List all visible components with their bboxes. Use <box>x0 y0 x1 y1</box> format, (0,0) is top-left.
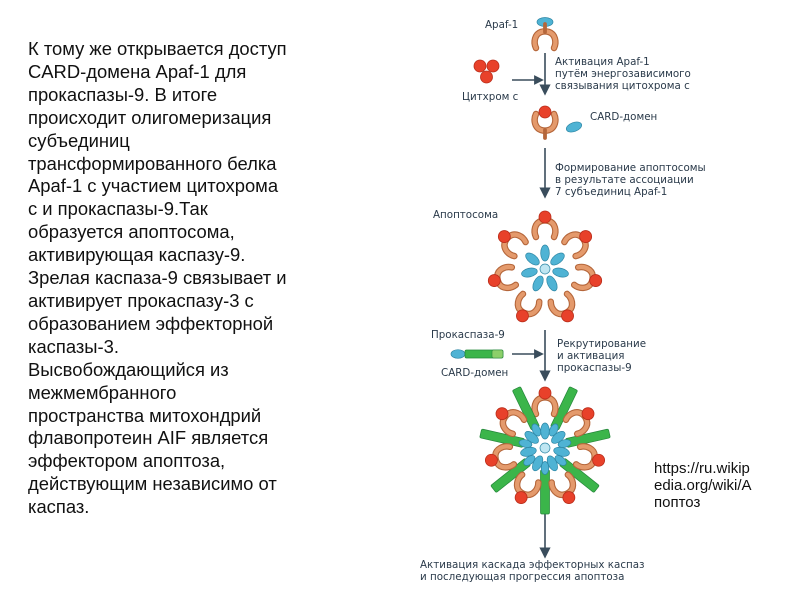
main-text-line: пространства митохондрий <box>28 404 262 426</box>
caspase9-card-domain <box>557 439 572 448</box>
label-step3-line2: и активация <box>557 350 624 362</box>
source-line: https://ru.wikip <box>654 460 750 477</box>
label-step3-line1: Рекрутирование <box>557 338 646 350</box>
procaspase9-tip <box>491 349 504 359</box>
label-final-line2: и последующая прогрессия апоптоза <box>420 571 624 583</box>
main-text-line: трансформированного белка <box>28 152 277 174</box>
main-text-line: активирующая каспазу-9. <box>28 244 246 266</box>
main-text-line: флавопротеин AIF является <box>28 427 269 449</box>
caspase9-card-domain <box>523 455 536 466</box>
main-text-line: Apaf-1 с участием цитохрома <box>28 175 279 197</box>
main-text-line: Высвобождающийся из <box>28 358 229 380</box>
activated-cytochrome-c <box>495 407 509 421</box>
label-cytochrome-c: Цитхром с <box>462 91 519 103</box>
activated-card-domain <box>553 446 570 457</box>
main-text-line: образованием эффекторной <box>28 312 274 334</box>
label-step3-line3: прокаспазы-9 <box>557 362 632 374</box>
main-text-line: действующим независимо от <box>28 473 277 495</box>
label-apaf1: Apaf-1 <box>485 19 518 31</box>
main-text: К тому же открывается доступ CARD-домена… <box>28 38 363 519</box>
cytochrome-c-sphere <box>486 59 500 73</box>
activated-apaf1-subunit <box>562 409 593 438</box>
main-text-line: К тому же открывается доступ <box>28 38 287 59</box>
label-step3: Рекрутирование и активация прокаспазы-9 <box>557 338 649 374</box>
main-text-line: эффектором апоптоза, <box>28 450 226 472</box>
caspase9-rod <box>540 469 550 515</box>
apoptosome-card-domain <box>525 252 540 266</box>
apoptosome-card-domain <box>532 275 544 292</box>
activated-card-domain <box>540 422 550 440</box>
caspase9-card-domain <box>531 423 542 437</box>
label-procaspase9: Прокаспаза-9 <box>431 329 505 341</box>
main-text-line: субъединиц <box>28 129 130 151</box>
apoptosome-apaf1-subunit <box>561 231 591 260</box>
activated-cytochrome-c <box>514 491 528 504</box>
apoptosome-cytochrome-c <box>516 309 529 323</box>
main-text-line: образуется апоптосома, <box>28 221 235 243</box>
label-card-domain-2: CARD-домен <box>441 367 508 379</box>
cytochrome-c-sphere <box>480 70 493 84</box>
activated-apaf1-subunit <box>497 409 528 438</box>
apoptosome-core <box>539 263 551 275</box>
apoptosome-cytochrome-c <box>579 230 593 243</box>
apoptosome-cytochrome-c <box>538 210 552 224</box>
source-line: edia.org/wiki/A <box>654 477 752 494</box>
apaf1-monomer-inactive <box>531 22 559 52</box>
caspase9-card-domain <box>548 423 559 437</box>
caspase9-card-domain <box>540 461 550 475</box>
main-text-line: с и прокаспазы-9.Так <box>28 198 208 220</box>
procaspase9-card-domain <box>450 349 466 359</box>
apoptosome-card-domain <box>550 252 565 266</box>
card-domain-active <box>565 121 583 133</box>
label-step1: Активация Apaf-1 путём энергозависимого … <box>555 56 694 92</box>
caspase9-card-domain <box>518 439 533 448</box>
source-link[interactable]: https://ru.wikip edia.org/wiki/A поптоз <box>654 460 784 511</box>
activated-cytochrome-c <box>484 453 498 467</box>
label-step2-line3: 7 субъединиц Apaf-1 <box>555 186 667 198</box>
label-card-domain-1: CARD-домен <box>590 111 657 123</box>
main-text-line: межмембранного <box>28 381 177 403</box>
activated-cytochrome-c <box>538 386 552 400</box>
apoptosome-card-domain <box>552 267 569 278</box>
apoptosome-card-domain <box>540 244 550 262</box>
label-step2-line1: Формирование апоптосомы <box>555 162 706 174</box>
apoptosome-cytochrome-c <box>497 230 511 243</box>
label-step2: Формирование апоптосомы в результате асс… <box>555 162 709 198</box>
caspase9-card-domain <box>554 455 567 466</box>
apoptosome-cytochrome-c <box>487 274 501 287</box>
activated-cytochrome-c <box>562 491 576 504</box>
main-text-line: прокаспазы-9. В итоге <box>28 83 218 105</box>
label-step1-line1: Активация Apaf-1 <box>555 56 650 68</box>
main-text-line: CARD-домена Apaf-1 для <box>28 60 247 82</box>
label-final-line1: Активация каскада эффекторных каспаз <box>420 559 645 571</box>
activated-cytochrome-c <box>581 407 595 421</box>
label-apoptosome: Апоптосома <box>433 209 498 221</box>
cytochrome-c-sphere <box>473 59 487 73</box>
activated-apoptosome-core <box>539 442 551 454</box>
apoptosis-pathway-diagram: Apaf-1 Цитхром с Активация Apaf-1 путём … <box>420 17 709 583</box>
apoptosome-apaf1-subunit <box>499 231 529 260</box>
main-text-line: каспазы-3. <box>28 335 119 357</box>
apoptosome-cytochrome-c <box>589 274 603 287</box>
label-step1-line2: путём энергозависимого <box>555 68 691 80</box>
apoptosome-cytochrome-c <box>561 309 574 323</box>
label-step2-line2: в результате ассоциации <box>555 174 694 186</box>
main-text-line: происходит олигомеризация <box>28 106 272 128</box>
apoptosome-card-domain <box>521 267 538 278</box>
label-final: Активация каскада эффекторных каспаз и п… <box>420 559 648 583</box>
main-text-line: Зрелая каспаза-9 связывает и <box>28 267 287 289</box>
apoptosome-card-domain <box>546 275 558 292</box>
bound-cytochrome-c <box>538 105 552 119</box>
activated-cytochrome-c <box>592 453 606 467</box>
label-step1-line3: связывания цитохрома с <box>555 80 690 92</box>
apaf1-monomer-active <box>531 110 559 140</box>
diagram-shapes <box>450 17 611 515</box>
main-text-line: активирует прокаспазу-3 с <box>28 289 254 311</box>
main-text-line: каспаз. <box>28 496 90 518</box>
source-line: поптоз <box>654 494 701 511</box>
